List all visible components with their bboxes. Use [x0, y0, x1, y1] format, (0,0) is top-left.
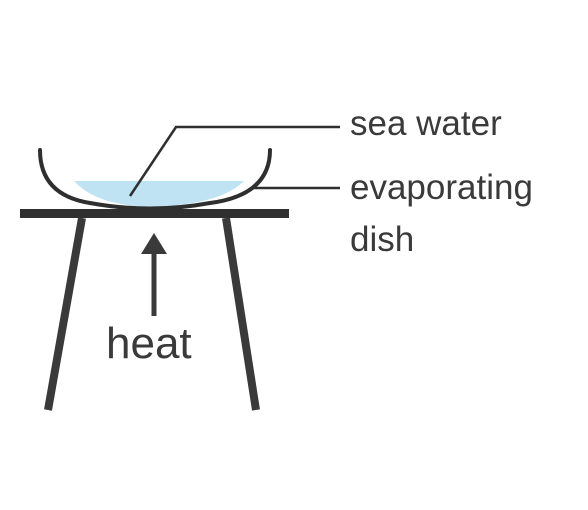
evaporating-dish-label-line2: dish: [350, 220, 415, 259]
stand-leg-right: [222, 217, 260, 411]
evaporating-dish-label-line1: evaporating: [350, 168, 533, 207]
heat-arrow-head: [141, 233, 167, 254]
sea-water-leader-line: [128, 125, 340, 197]
sea-water-label: sea water: [350, 104, 502, 143]
sea-water-fill: [74, 181, 244, 207]
stand-top: [20, 209, 289, 218]
heat-label: heat: [106, 319, 192, 368]
stand-leg-left: [44, 217, 86, 411]
